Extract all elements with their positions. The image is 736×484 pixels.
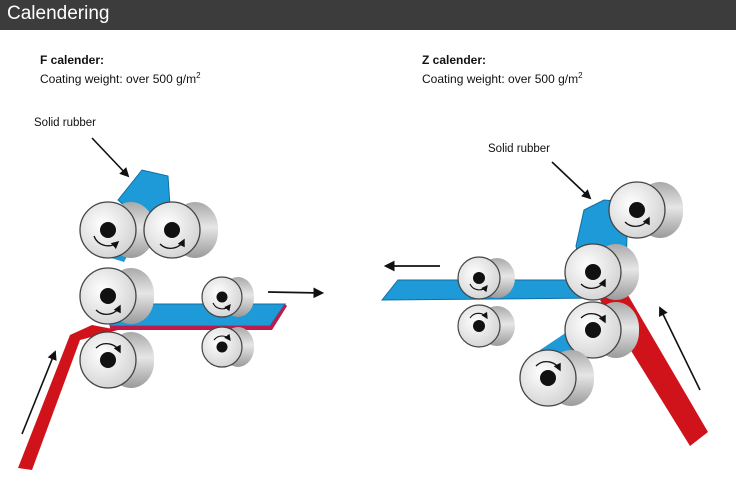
- z-solid-rubber-label: Solid rubber: [488, 143, 551, 155]
- z-roller-top: [608, 181, 683, 239]
- z-roller-left-top: [457, 256, 515, 300]
- z-input-arrow: [659, 306, 701, 391]
- f-input-arrow: [21, 350, 57, 435]
- z-calender-diagram: [380, 161, 708, 446]
- f-rubber-pointer-arrow: [91, 137, 130, 178]
- f-roller-middle: [79, 267, 154, 325]
- z-calender-caption: Z calender: Coating weight: over 500 g/m…: [422, 52, 583, 87]
- f-calender-coating: Coating weight: over 500 g/m: [40, 72, 197, 86]
- page-title: Calendering: [7, 3, 110, 24]
- f-coated-web-edge: [110, 304, 287, 330]
- f-calender-diagram: [18, 137, 325, 470]
- calendering-diagram: [18, 137, 708, 470]
- z-calender-name: Z calender:: [422, 53, 487, 67]
- f-solid-rubber-label: Solid rubber: [34, 117, 97, 129]
- title-bar: Calendering: [0, 0, 736, 30]
- f-substrate: [18, 325, 118, 470]
- z-rubber-pointer-arrow: [551, 161, 592, 200]
- z-calender-coating: Coating weight: over 500 g/m: [422, 72, 579, 86]
- z-roller-middle: [564, 243, 639, 301]
- f-output-arrow: [267, 287, 325, 299]
- z-roller-lower: [564, 301, 639, 359]
- z-calender-coating-sup: 2: [578, 71, 583, 80]
- f-roller-top-right: [143, 201, 218, 259]
- f-roller-bottom: [79, 331, 154, 389]
- f-roller-nip-bottom: [201, 326, 254, 368]
- f-roller-top-left: [79, 201, 154, 259]
- f-roller-nip-top: [201, 276, 254, 318]
- f-calender-coating-sup: 2: [196, 71, 201, 80]
- f-calender-caption: F calender: Coating weight: over 500 g/m…: [40, 52, 201, 87]
- z-roller-left-bottom: [457, 304, 515, 348]
- z-roller-bottom: [519, 349, 594, 407]
- f-calender-name: F calender:: [40, 53, 105, 67]
